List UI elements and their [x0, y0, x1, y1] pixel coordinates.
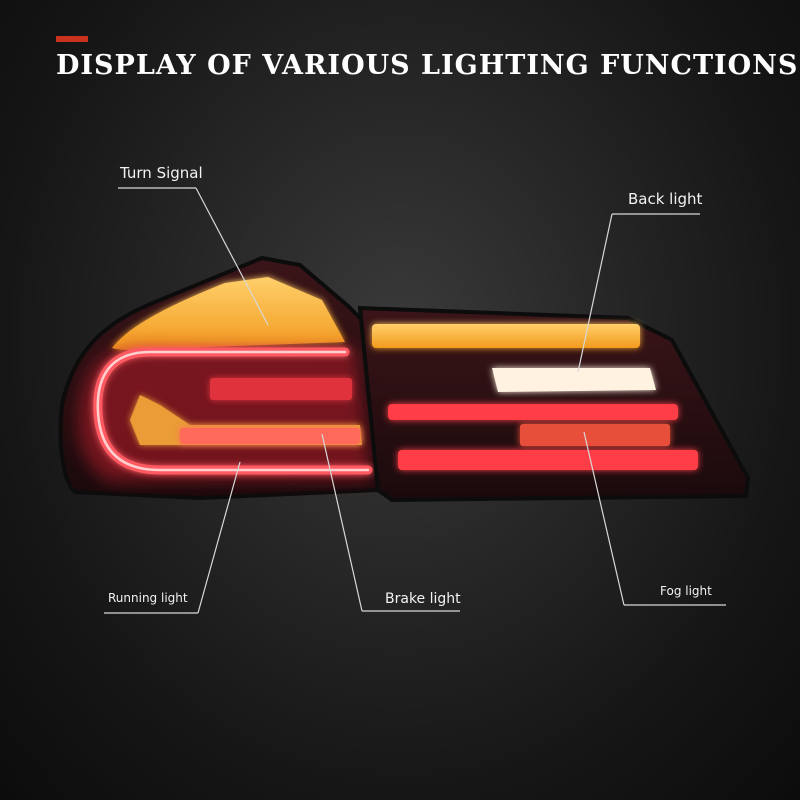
running-light-pointer	[197, 461, 241, 614]
left-tail-lamp	[58, 255, 381, 501]
page-title: Display of various lighting functions	[56, 50, 799, 81]
back-light-pointer	[577, 213, 613, 373]
turn-signal-pointer	[195, 187, 269, 326]
turn-signal-label: Turn Signal	[120, 164, 203, 182]
leader-lines	[104, 187, 726, 614]
fog-light-pointer	[583, 431, 625, 606]
brake-light-pointer	[321, 433, 363, 612]
right-tail-lamp	[357, 305, 751, 503]
back-light-label: Back light	[628, 190, 703, 208]
brake-light-label: Brake light	[385, 591, 461, 607]
running-light-label: Running light	[108, 591, 188, 605]
fog-light-label: Fog light	[660, 584, 712, 598]
accent-bar	[56, 36, 88, 42]
